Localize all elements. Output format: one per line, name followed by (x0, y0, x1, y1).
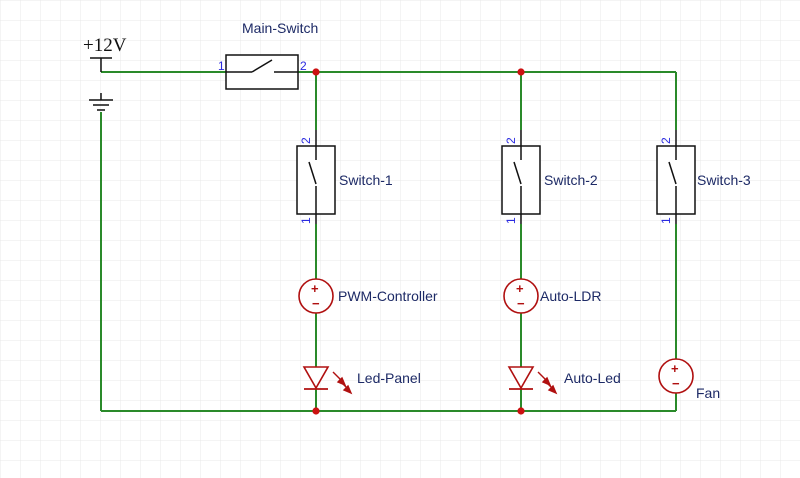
switch-3-contact (668, 161, 677, 185)
auto-ldr-label: Auto-LDR (540, 288, 601, 304)
pwm-controller-body (298, 278, 334, 314)
switch-3-label: Switch-3 (697, 172, 751, 188)
junction-bottom-2 (517, 407, 525, 415)
switch-2-contact (513, 161, 522, 185)
auto-led: Auto-Led (507, 366, 621, 395)
auto-led-label: Auto-Led (564, 370, 621, 386)
fan-label: Fan (696, 385, 720, 401)
switch-1-pin-bottom: 1 (299, 217, 313, 224)
auto-led-diode (507, 366, 535, 390)
main-switch-pin-2: 2 (300, 59, 307, 73)
junctions (312, 68, 525, 415)
auto-ldr-plus: + (516, 281, 524, 296)
led-panel-label: Led-Panel (357, 370, 421, 386)
switch-3-pin-bottom: 1 (659, 217, 673, 224)
switch-1-label: Switch-1 (339, 172, 393, 188)
fan: + − Fan (658, 358, 720, 401)
auto-ldr-minus: − (517, 296, 525, 311)
pwm-controller-plus: + (311, 281, 319, 296)
led-panel-diode (302, 366, 330, 390)
auto-ldr: + − Auto-LDR (503, 278, 601, 314)
led-panel-emission-icon (332, 371, 353, 395)
switch-1-contact (308, 161, 317, 185)
switch-3: Switch-3 2 1 (656, 130, 751, 224)
main-switch-pin-1: 1 (218, 59, 225, 73)
pwm-controller: + − PWM-Controller (298, 278, 438, 314)
switch-3-pin-top: 2 (659, 137, 673, 144)
junction-top-2 (517, 68, 525, 76)
led-panel: Led-Panel (302, 366, 421, 395)
wires (100, 71, 677, 412)
supply-terminal: +12V (83, 35, 127, 72)
pwm-controller-label: PWM-Controller (338, 288, 438, 304)
fan-body (658, 358, 694, 394)
fan-minus: − (672, 376, 680, 391)
auto-led-emission-icon (537, 371, 558, 395)
junction-bottom-1 (312, 407, 320, 415)
auto-ldr-body (503, 278, 539, 314)
switch-1: Switch-1 2 1 (296, 130, 393, 224)
switch-2-pin-top: 2 (504, 137, 518, 144)
junction-top-1 (312, 68, 320, 76)
switch-2-pin-bottom: 1 (504, 217, 518, 224)
switch-2: Switch-2 2 1 (501, 130, 598, 224)
switch-2-label: Switch-2 (544, 172, 598, 188)
switch-1-pin-top: 2 (299, 137, 313, 144)
fan-plus: + (671, 361, 679, 376)
pwm-controller-minus: − (312, 296, 320, 311)
ground-icon (89, 93, 113, 111)
main-switch-label: Main-Switch (242, 20, 318, 36)
main-switch-contact (251, 59, 273, 73)
main-switch: Main-Switch 1 2 (218, 20, 318, 90)
supply-label: +12V (83, 35, 127, 56)
